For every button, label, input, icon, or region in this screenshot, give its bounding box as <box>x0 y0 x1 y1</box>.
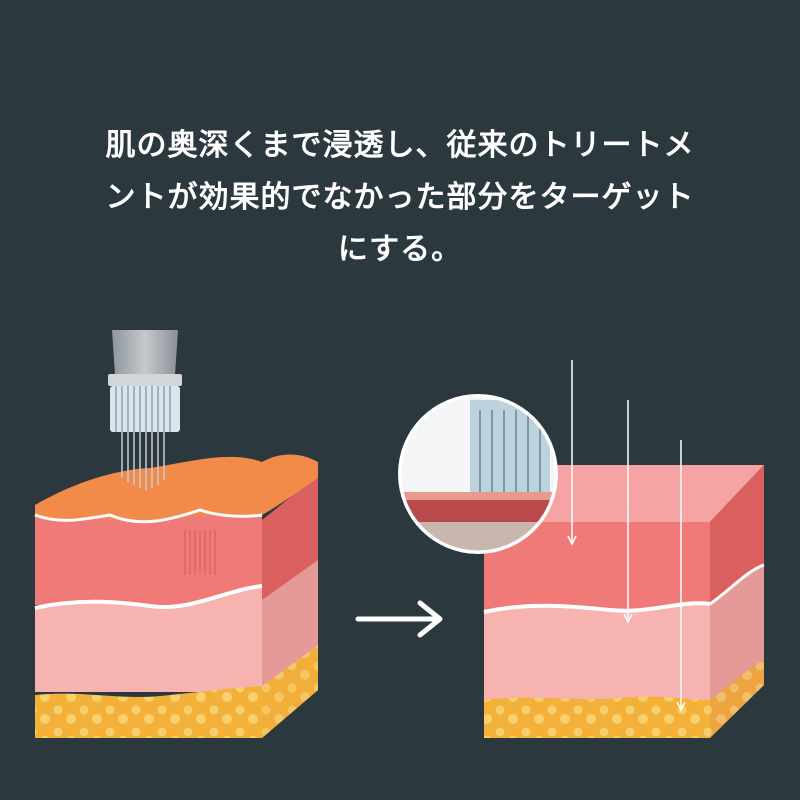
block-left-epidermis <box>35 454 318 523</box>
skin-block-after <box>483 360 765 738</box>
right-arrow-icon <box>355 600 443 638</box>
penetration-arrows <box>567 360 686 712</box>
headline-line-3: にする。 <box>337 232 463 267</box>
skin-block-before <box>34 454 318 738</box>
microneedle-device-icon <box>108 330 182 490</box>
block-left-dermis <box>35 515 262 605</box>
block-right-fat <box>484 696 710 738</box>
block-left-subcutis <box>35 586 262 692</box>
headline-line-1: 肌の奥深くまで浸透し、従来のトリートメ <box>105 128 695 163</box>
block-right-subcutis <box>484 603 710 700</box>
headline: 肌の奥深くまで浸透し、従来のトリートメ ントが効果的でなかった部分をターゲット … <box>60 120 740 276</box>
headline-line-2: ントが効果的でなかった部分をターゲット <box>105 180 695 215</box>
block-left-fat <box>35 686 262 738</box>
